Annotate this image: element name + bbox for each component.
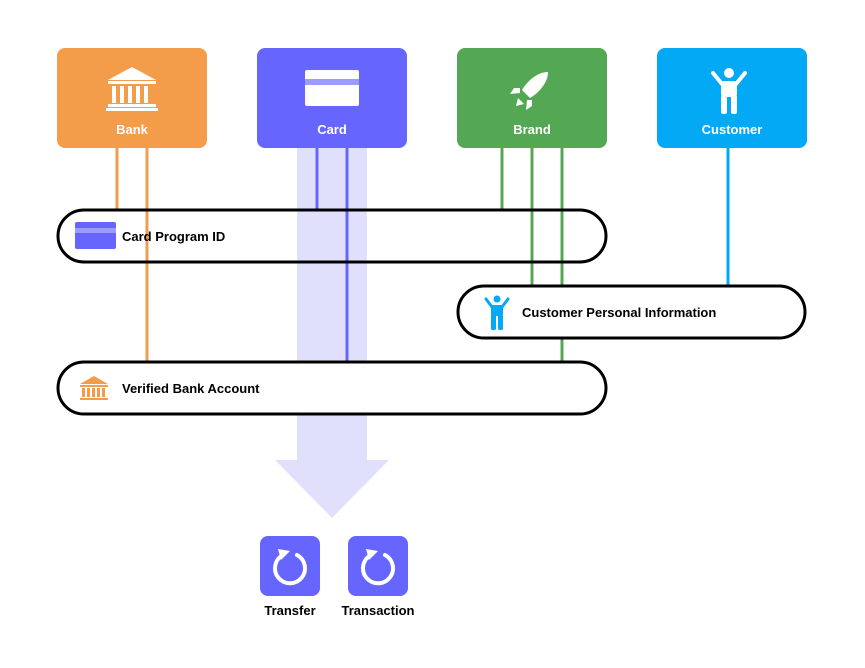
customer-label: Customer <box>702 122 763 137</box>
card-label: Card <box>317 122 347 137</box>
transaction-output: Transaction <box>342 536 415 618</box>
brand-card: Brand <box>457 48 607 148</box>
refresh-icon <box>361 549 395 586</box>
transfer-label: Transfer <box>264 603 315 618</box>
refresh-icon <box>273 549 307 586</box>
transfer-output: Transfer <box>260 536 320 618</box>
flow-arrow <box>275 148 389 518</box>
bank-label: Bank <box>116 122 149 137</box>
person-icon <box>711 68 747 114</box>
brand-label: Brand <box>513 122 551 137</box>
card-program-label: Card Program ID <box>122 229 225 244</box>
person-icon <box>484 295 510 330</box>
customer-card: Customer <box>657 48 807 148</box>
bank-account-label: Verified Bank Account <box>122 381 260 396</box>
transaction-label: Transaction <box>342 603 415 618</box>
bank-card: Bank <box>57 48 207 148</box>
bank-building-icon <box>80 376 108 400</box>
card-program-pill: Card Program ID <box>56 208 608 264</box>
bank-account-pill: Verified Bank Account <box>56 360 608 416</box>
credit-card-icon <box>305 70 359 106</box>
customer-info-label: Customer Personal Information <box>522 305 716 320</box>
rocket-icon <box>510 72 548 110</box>
card-card: Card <box>257 48 407 148</box>
bank-building-icon <box>106 67 158 111</box>
customer-info-pill: Customer Personal Information <box>456 284 807 340</box>
credit-card-icon <box>75 222 116 249</box>
